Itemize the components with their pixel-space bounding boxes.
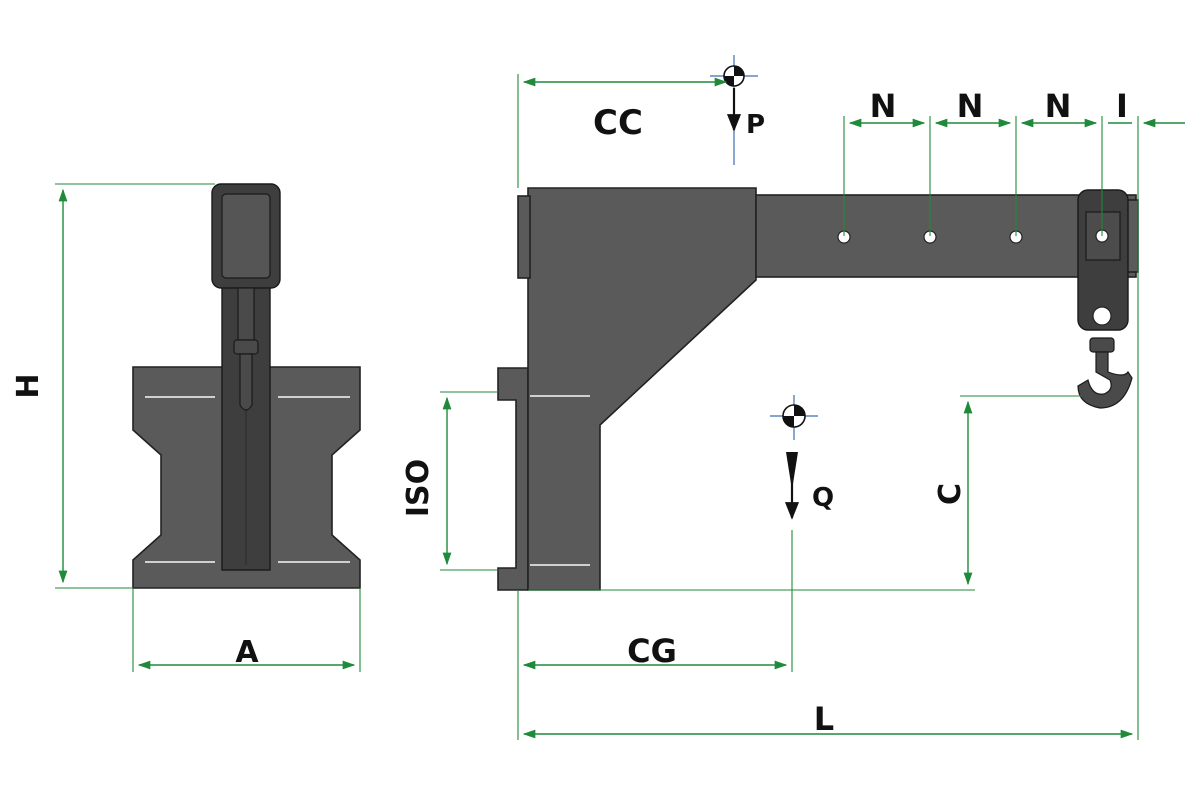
label-h: H (11, 373, 46, 398)
label-q: Q (812, 483, 834, 513)
label-a: A (235, 635, 259, 670)
label-n-3: N (1045, 87, 1072, 125)
side-upper-stub (517, 195, 531, 279)
label-n-2: N (957, 87, 984, 125)
side-mount-plate (497, 367, 529, 591)
side-view: P Q CC N N N I ISO (401, 55, 1185, 740)
front-top-tube-inner (221, 193, 271, 279)
hook-eye (1092, 306, 1112, 326)
label-n-1: N (870, 87, 897, 125)
crane-hook-icon (233, 287, 259, 411)
label-p: P (746, 110, 765, 140)
front-view: H A (11, 183, 361, 672)
side-main-body (527, 187, 757, 591)
q-arrow-head (786, 452, 798, 490)
label-i: I (1116, 87, 1128, 125)
label-cg: CG (627, 632, 677, 670)
label-cc: CC (593, 103, 643, 143)
cog-symbol-icon (770, 395, 818, 440)
label-iso: ISO (401, 459, 436, 517)
label-l: L (814, 700, 834, 738)
side-jib-arm (755, 194, 1137, 278)
label-c: C (933, 483, 968, 505)
crane-hook-icon (1077, 337, 1133, 409)
